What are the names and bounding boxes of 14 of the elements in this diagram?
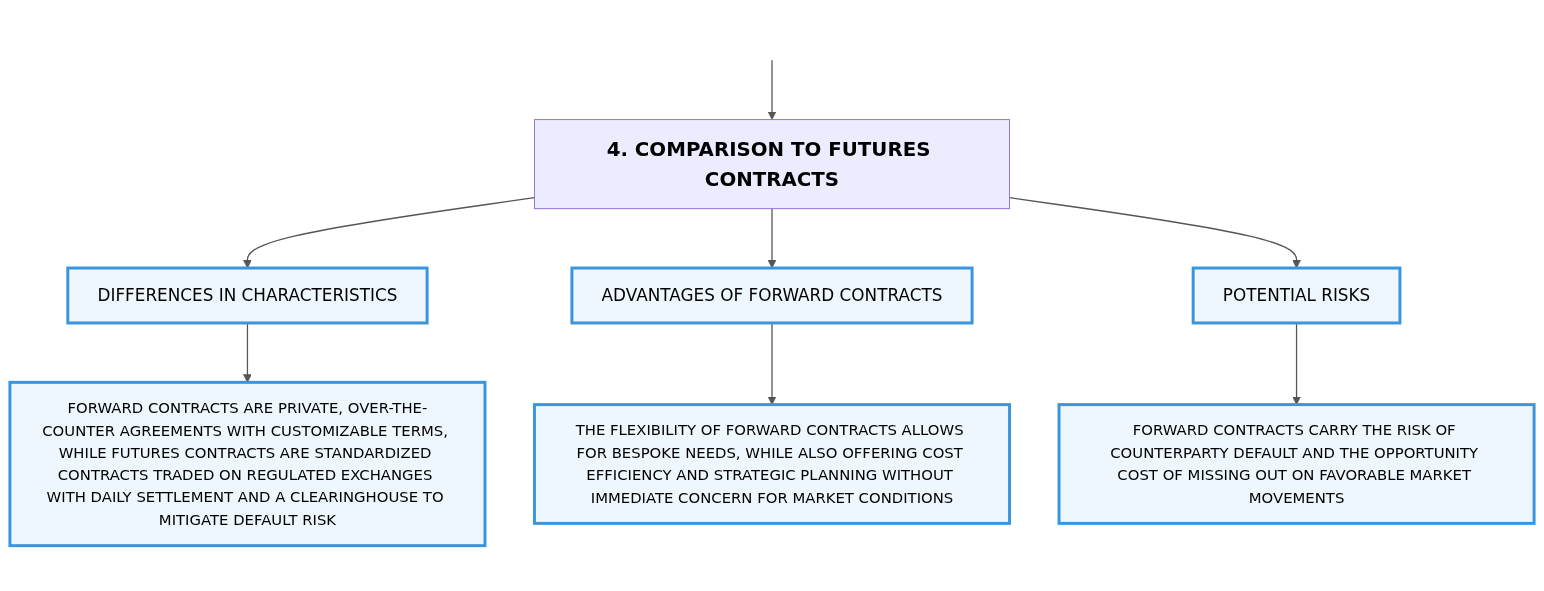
- arrow: [767, 322, 777, 405]
- arrow: [767, 208, 777, 269]
- arrow: [243, 322, 252, 383]
- arrow: [1292, 322, 1301, 405]
- node-box: THE FLEXIBILITY OF FORWARD CONTRACTS ALLOWS FOR BESPOKE NEEDS, WHILE ALSO OFFERING COST EFFICIENCY AND STRATEGIC PLANNING WITHOUT IMMEDIATE CONCERN FOR MARKET CONDITIONS: [533, 403, 1011, 525]
- node-box: DIFFERENCES IN CHARACTERISTICS: [66, 266, 429, 325]
- arrow: [767, 59, 777, 120]
- node-box: FORWARD CONTRACTS CARRY THE RISK OF COUNTERPARTY DEFAULT AND THE OPPORTUNITY COST OF MISSING OUT ON FAVORABLE MARKET MOVEMENTS: [1057, 403, 1536, 525]
- arrow: [1008, 197, 1301, 269]
- node-box: ADVANTAGES OF FORWARD CONTRACTS: [570, 266, 974, 325]
- node-box: POTENTIAL RISKS: [1191, 266, 1402, 325]
- node-box: 4. COMPARISON TO FUTURES CONTRACTS: [533, 119, 1011, 210]
- node-box: FORWARD CONTRACTS ARE PRIVATE, OVER-THE-COUNTER AGREEMENTS WITH CUSTOMIZABLE TERMS, WHILE FUTURES CONTRACTS ARE STANDARDIZED CONTRACTS TRADED ON REGULATED EXCHANGES WITH DAILY SETTLEMENT AND A CLEARINGHOUSE TO MITIGATE DEFAULT RISK: [8, 380, 487, 548]
- arrow: [243, 197, 536, 269]
